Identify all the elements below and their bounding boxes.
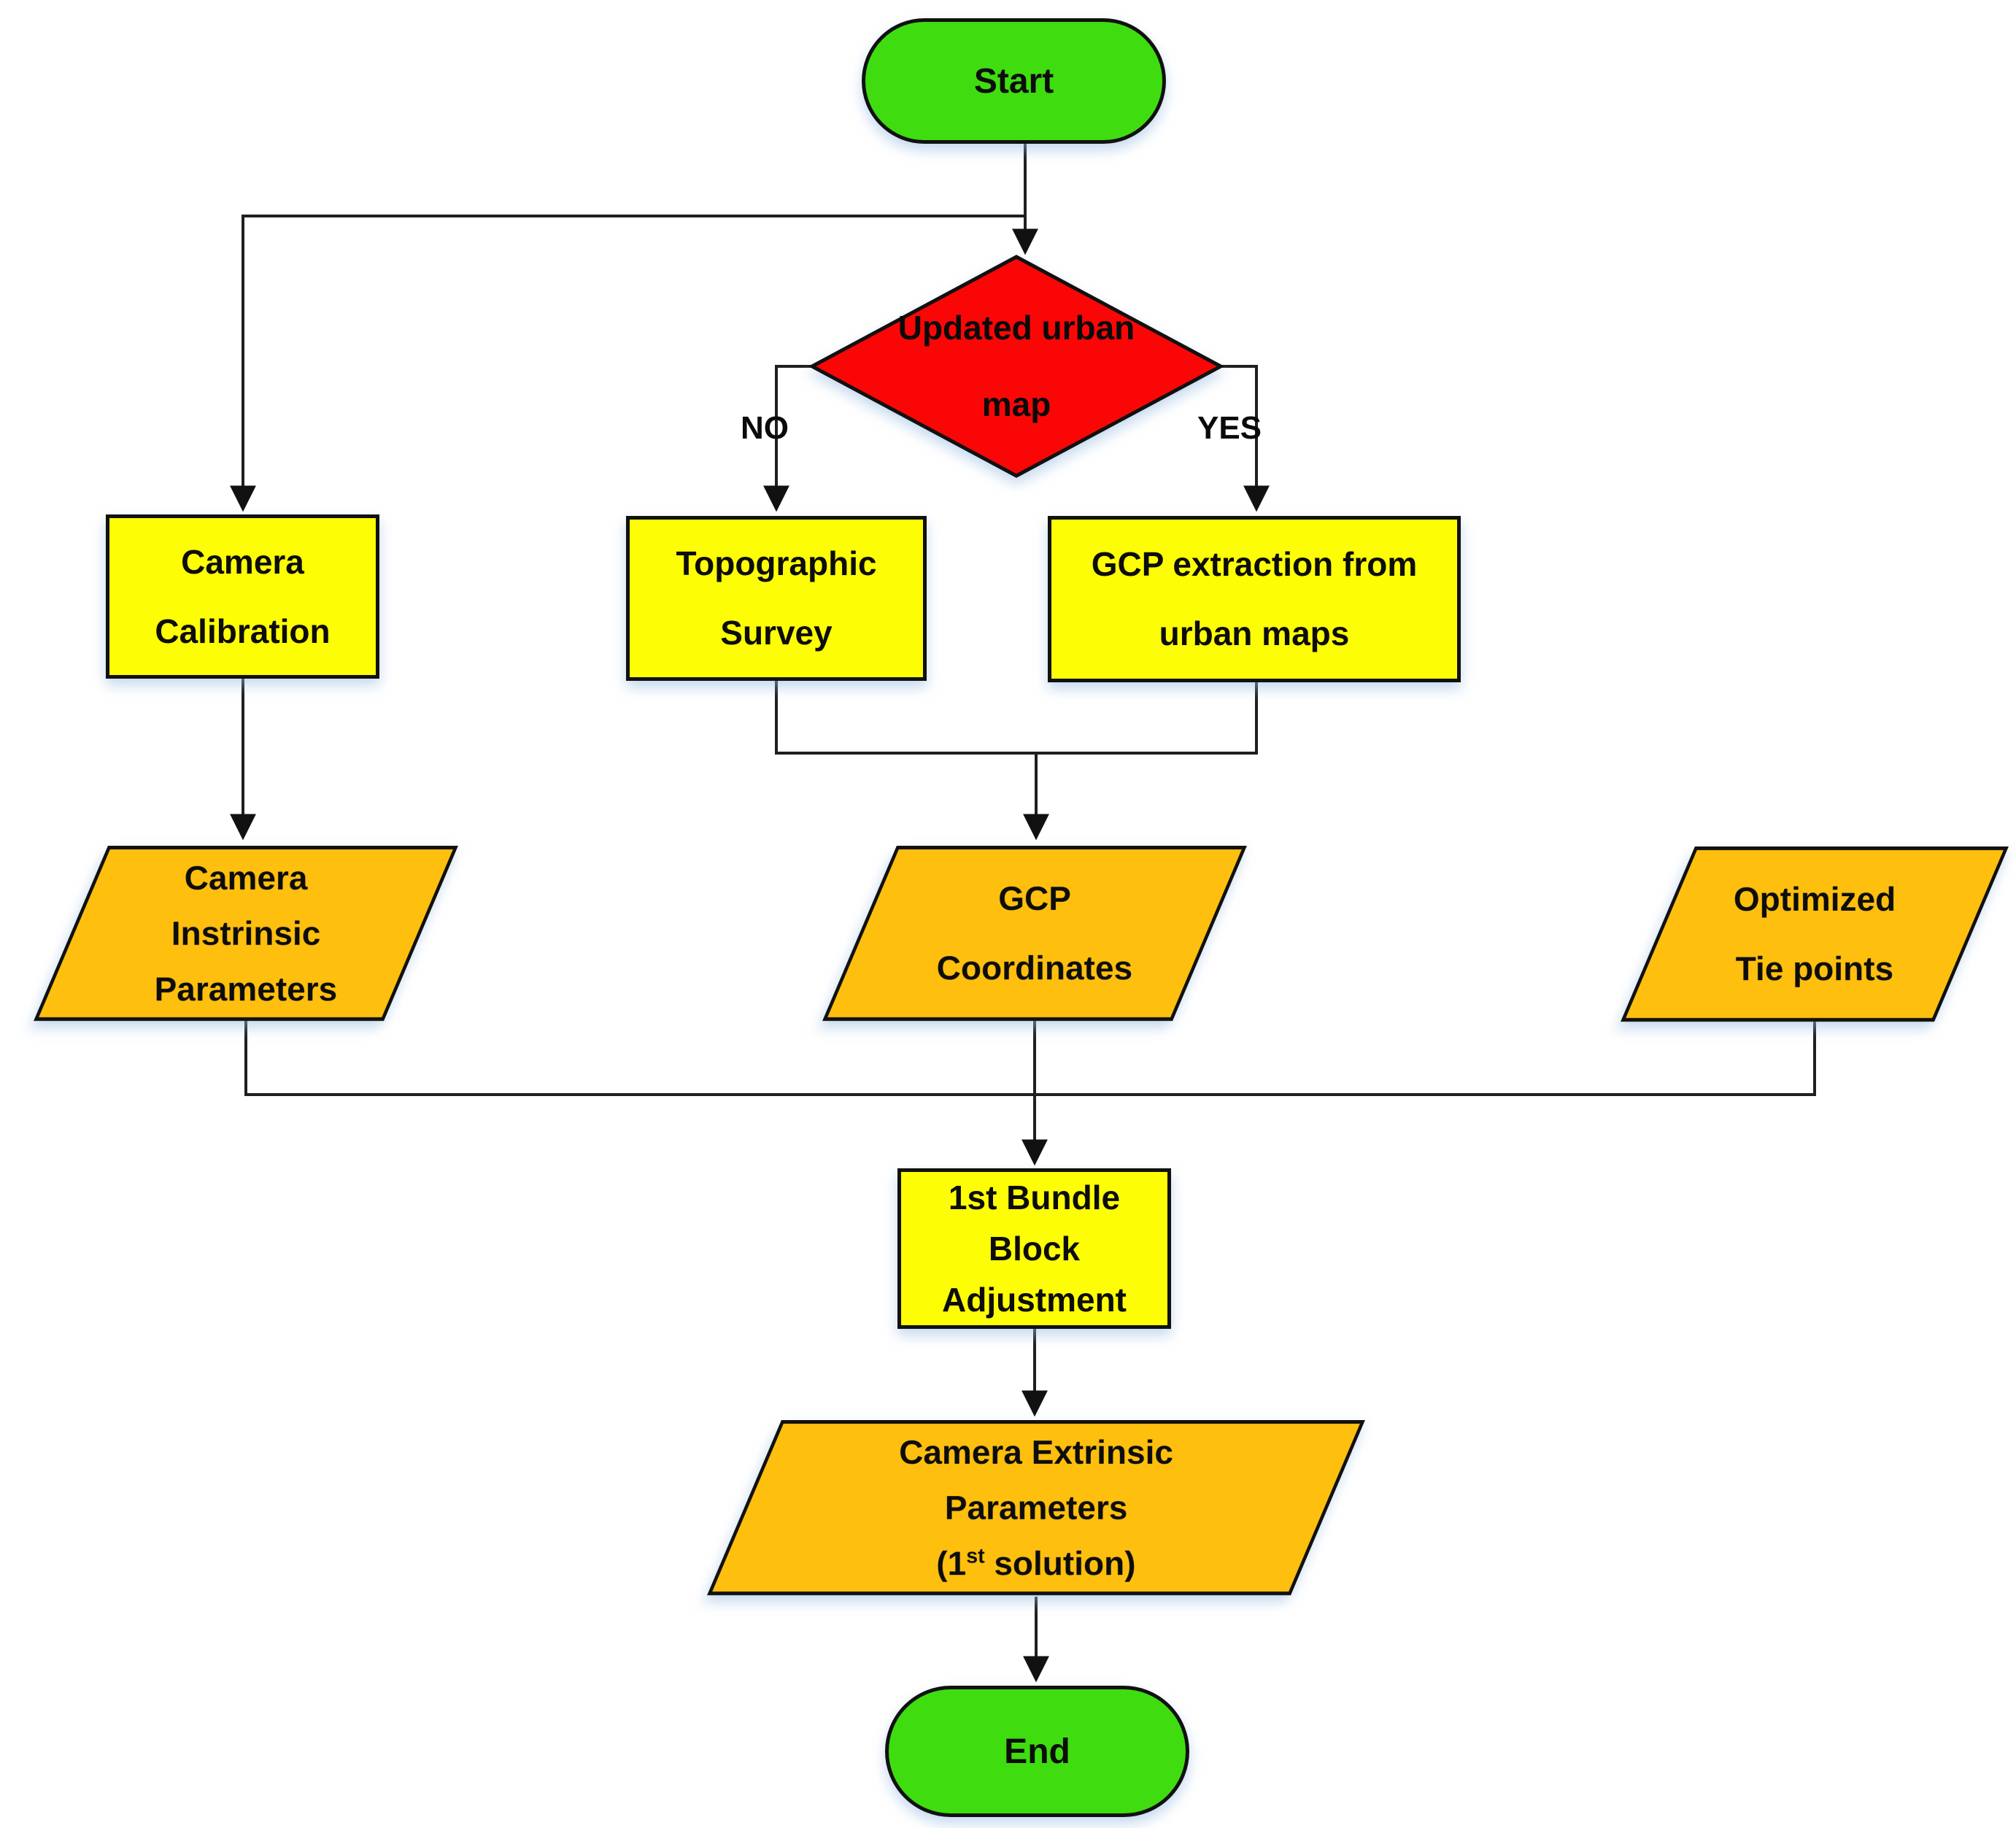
start-label: Start [973, 61, 1054, 101]
camera-intrinsic-line1: Camera [184, 859, 308, 897]
optimized-tie-points-data: Optimized Tie points [1621, 846, 2009, 1022]
decision-label-line1: Updated urban [897, 309, 1135, 347]
gcp-extraction-line2: urban maps [1159, 614, 1350, 652]
gcp-coordinates-line2: Coordinates [936, 949, 1133, 987]
decision-label-line2: map [981, 385, 1051, 423]
bundle-adjustment-line2: Block [988, 1230, 1081, 1268]
camera-extrinsic-line1: Camera Extrinsic [899, 1433, 1173, 1471]
topographic-survey-step: Topographic Survey [626, 516, 927, 681]
branch-label-no: NO [741, 410, 789, 446]
edge-start-to-camera-calibration [230, 215, 1025, 512]
camera-extrinsic-line3-post: solution) [984, 1544, 1136, 1582]
gcp-coordinates-line1: GCP [998, 879, 1071, 917]
edge-survey-extraction-merge [775, 681, 1258, 755]
end-label: End [1004, 1732, 1070, 1771]
camera-calibration-line1: Camera [181, 542, 304, 581]
camera-extrinsic-line2: Parameters [944, 1489, 1128, 1527]
decision-diamond-shape [808, 255, 1225, 478]
decision-updated-urban-map: Updated urban map [812, 257, 1221, 476]
gcp-coordinates-data: GCP Coordinates [822, 846, 1247, 1021]
branch-label-yes: YES [1197, 410, 1262, 446]
bundle-block-adjustment-step: 1st Bundle Block Adjustment [897, 1168, 1171, 1329]
bundle-adjustment-line1: 1st Bundle [948, 1179, 1121, 1216]
topographic-survey-line1: Topographic [676, 544, 877, 582]
camera-extrinsic-line3-sup: st [966, 1544, 985, 1568]
camera-calibration-step: Camera Calibration [106, 514, 379, 679]
bundle-adjustment-line3: Adjustment [942, 1281, 1127, 1319]
edge-decision-no-to-topographic-survey [763, 365, 812, 512]
camera-intrinsic-line2: Instrinsic [171, 914, 321, 952]
edge-inputs-merge-bar [244, 1020, 1816, 1096]
topographic-survey-line2: Survey [720, 614, 833, 652]
camera-extrinsic-line3-pre: (1 [936, 1544, 967, 1582]
camera-intrinsic-parameters-data: Camera Instrinsic Parameters [34, 846, 458, 1021]
camera-extrinsic-parameters-data: Camera Extrinsic Parameters (1st solutio… [707, 1420, 1365, 1595]
gcp-extraction-step: GCP extraction from urban maps [1048, 516, 1461, 682]
optimized-tie-points-line1: Optimized [1733, 880, 1896, 918]
camera-extrinsic-line3: (1st solution) [748, 1535, 1324, 1591]
start-node: Start [862, 18, 1166, 144]
gcp-extraction-line1: GCP extraction from [1091, 545, 1418, 583]
optimized-tie-points-line2: Tie points [1735, 949, 1894, 987]
end-node: End [885, 1686, 1189, 1817]
camera-intrinsic-line3: Parameters [154, 970, 338, 1008]
camera-calibration-line2: Calibration [155, 612, 331, 650]
edge-decision-yes-to-gcp-extraction [1221, 365, 1270, 512]
